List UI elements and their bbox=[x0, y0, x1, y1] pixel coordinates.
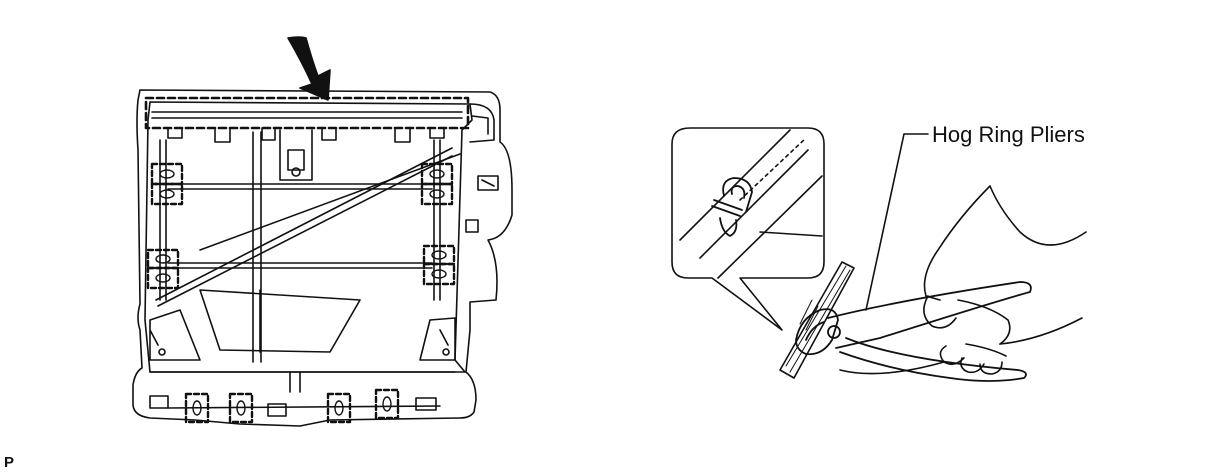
right-vertical-rod bbox=[433, 139, 441, 301]
label-leader-line bbox=[865, 133, 929, 311]
seat-frame-inner bbox=[144, 101, 473, 373]
pliers-jaw-inner bbox=[805, 321, 825, 341]
hog-ring-pliers-label: Hog Ring Pliers bbox=[932, 122, 1085, 147]
detail-callout-frame bbox=[671, 127, 825, 331]
detail-seam-lines bbox=[679, 129, 823, 279]
pliers-upper-handle bbox=[827, 281, 1032, 349]
right-side-tab bbox=[465, 219, 479, 233]
hog-ring-zones-sides bbox=[146, 162, 456, 290]
center-bracket bbox=[279, 129, 313, 181]
right-side-hook bbox=[477, 175, 499, 191]
center-bracket-hole bbox=[291, 167, 301, 177]
hog-ring-detail bbox=[671, 127, 825, 331]
pliers-lower-handle bbox=[839, 337, 1027, 382]
top-rail bbox=[151, 111, 463, 119]
diagonal-wire bbox=[155, 147, 453, 307]
bottom-cover-wire bbox=[167, 405, 441, 409]
arrow-down-icon bbox=[287, 36, 331, 101]
hog-ring-zone-top bbox=[144, 96, 470, 130]
lower-diagonal bbox=[199, 153, 461, 251]
hand-illustration bbox=[839, 185, 1087, 375]
seat-back-flap bbox=[469, 103, 495, 143]
lower-horizontal-wire bbox=[167, 262, 433, 269]
hog-ring-icon bbox=[711, 177, 753, 237]
left-vertical-rod bbox=[159, 139, 167, 301]
seat-cushion-assembly bbox=[132, 36, 513, 427]
lower-frame-pads bbox=[149, 309, 456, 361]
top-clips bbox=[167, 127, 445, 143]
hand-thumb bbox=[923, 295, 957, 329]
pliers-pivot bbox=[827, 325, 841, 339]
pad-hole-2 bbox=[442, 348, 450, 356]
pad-hole-1 bbox=[158, 348, 166, 356]
hand-wrist bbox=[999, 317, 1083, 345]
pliers-jaw bbox=[795, 308, 839, 356]
seat-cover-outline bbox=[132, 89, 513, 427]
lower-support-plate bbox=[199, 289, 361, 353]
page-code: P bbox=[4, 454, 15, 471]
hand-outline bbox=[923, 185, 1087, 357]
bottom-rail bbox=[149, 371, 456, 393]
pliers-icon bbox=[795, 281, 1032, 382]
center-vertical-rod bbox=[252, 131, 262, 363]
seat-strap bbox=[779, 261, 855, 379]
hog-ring-marks bbox=[155, 169, 447, 416]
hog-ring-zones-bottom bbox=[184, 388, 400, 424]
hand-palm-line bbox=[839, 361, 945, 375]
